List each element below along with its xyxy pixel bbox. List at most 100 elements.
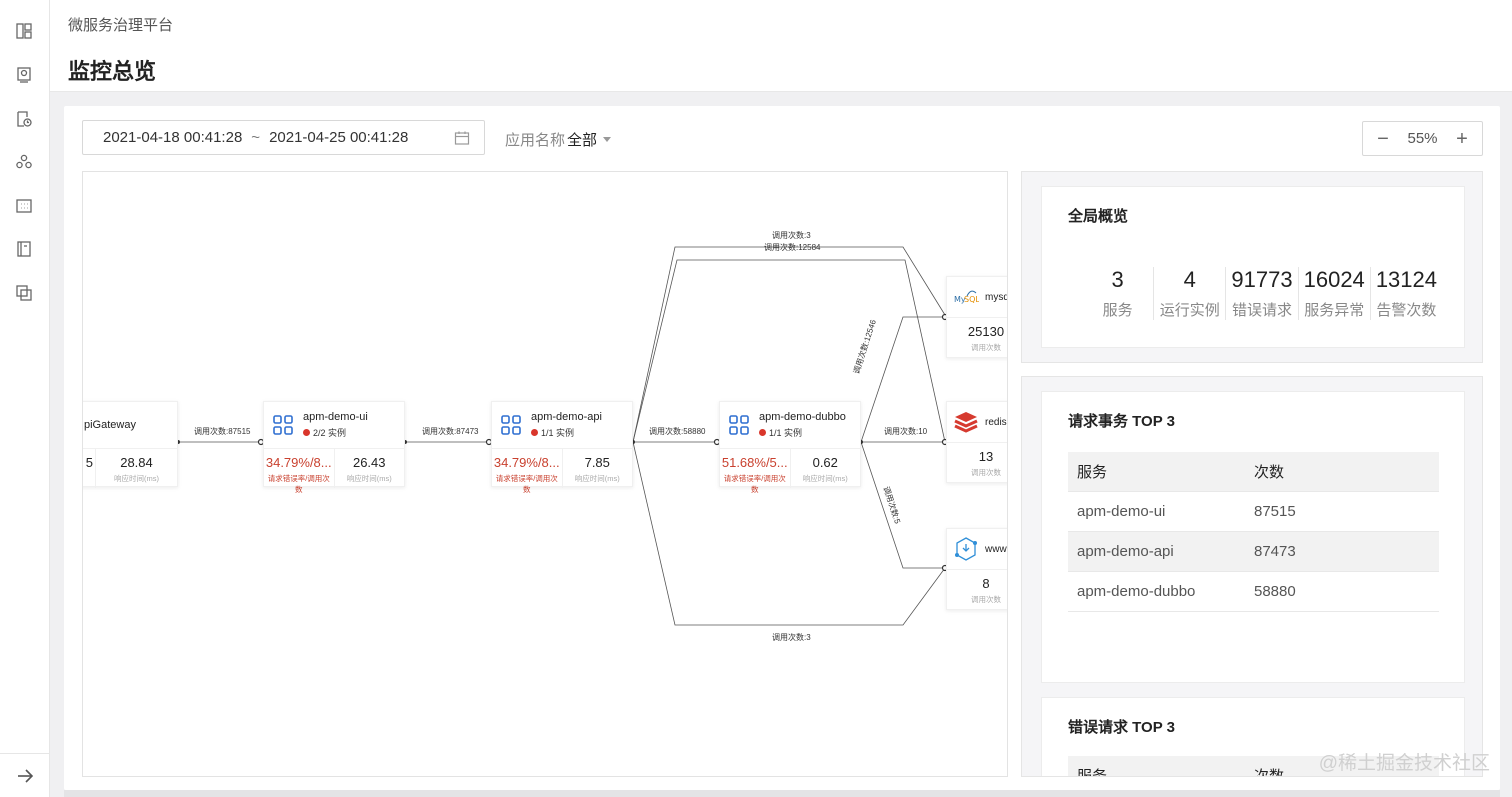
collapse-button[interactable] (0, 753, 50, 797)
edge-api-www (632, 441, 946, 626)
app-filter-label: 应用名称 (505, 132, 566, 149)
node-metric: 28.84 (120, 455, 153, 470)
cluster-icon[interactable] (13, 151, 35, 173)
node-metric-label: 响应时间(ms) (346, 474, 392, 483)
top-errors-panel: 错误请求 TOP 3 服务 次数 (1041, 697, 1465, 776)
page-header: 微服务治理平台 监控总览 (50, 0, 1512, 92)
book-icon[interactable] (13, 238, 35, 260)
resource-node-redis[interactable]: redis 13 调用次数 (946, 401, 1007, 483)
zoom-in-button[interactable]: + (1456, 127, 1468, 150)
dashboard-icon[interactable] (13, 20, 35, 42)
date-start: 2021-04-18 00:41:28 (103, 129, 243, 146)
node-instances: 1/1 实例 (541, 428, 575, 438)
external-link-icon (955, 537, 977, 561)
report-clock-icon[interactable] (13, 108, 35, 130)
zoom-control: − 55% + (1362, 121, 1483, 156)
grid-icon[interactable] (13, 195, 35, 217)
resource-value: 25130 (967, 324, 1005, 339)
panel-title: 全局概览 (1068, 208, 1129, 225)
status-dot (759, 429, 766, 436)
caret-down-icon (603, 137, 612, 142)
top-requests-panel: 请求事务 TOP 3 服务 次数 apm-demo-ui 87515 apm-d… (1041, 391, 1465, 683)
zoom-level: 55% (1407, 130, 1438, 147)
app-grid-icon (500, 414, 522, 436)
node-metric-label: 响应时间(ms) (574, 474, 620, 483)
table-header: 服务 次数 (1068, 756, 1439, 776)
edge-label: 调用次数:3 (772, 633, 811, 642)
table-row[interactable]: apm-demo-dubbo 58880 (1068, 572, 1439, 612)
edge-api-mysql-2 (632, 259, 946, 443)
left-rail (0, 0, 50, 797)
app-name-filter[interactable]: 应用名称 全部 (505, 129, 612, 150)
top-requests-table: 服务 次数 apm-demo-ui 87515 apm-demo-api 874… (1068, 452, 1439, 612)
table-row[interactable]: apm-demo-api 87473 (1068, 532, 1439, 572)
panel-title: 请求事务 TOP 3 (1068, 413, 1175, 430)
node-metric: 5 (85, 455, 93, 470)
app-grid-icon (272, 414, 294, 436)
horizontal-scrollbar[interactable] (64, 790, 1500, 797)
app-filter-value: 全部 (567, 132, 598, 149)
status-dot (303, 429, 310, 436)
node-error-rate: 34.79%/8... (493, 455, 560, 470)
zoom-out-button[interactable]: − (1377, 127, 1389, 150)
redis-icon (954, 412, 978, 433)
resource-label: 调用次数 (971, 468, 1001, 477)
resource-name: www (985, 543, 1007, 555)
service-node-api[interactable]: apm-demo-api 1/1 实例 34.79%/8... 请求错误率/调用次… (491, 401, 633, 494)
resource-value: 13 (978, 449, 994, 464)
node-instances: 2/2 实例 (313, 428, 347, 438)
node-name: apm-demo-api (531, 411, 602, 423)
node-response-time: 26.43 (352, 455, 386, 470)
monitor-icon[interactable] (13, 64, 35, 86)
svg-text:My: My (954, 295, 966, 304)
topology-canvas[interactable]: 调用次数:87515 调用次数:87473 调用次数:58880 调用次数:3 … (82, 171, 1008, 777)
edge-label: 调用次数:10 (884, 427, 928, 436)
service-node-dubbo[interactable]: apm-demo-dubbo 1/1 实例 51.68%/5... 请求错误率/调… (719, 401, 861, 494)
edge-api-mysql-1 (632, 246, 946, 443)
node-error-rate: 51.68%/5... (721, 455, 788, 470)
node-error-rate: 34.79%/8... (265, 455, 332, 470)
page-title: 监控总览 (68, 59, 157, 84)
resource-name: mysq (985, 291, 1008, 303)
calendar-icon (454, 130, 470, 146)
date-range-picker[interactable]: 2021-04-18 00:41:28 ~ 2021-04-25 00:41:2… (82, 120, 485, 155)
arrow-right-icon (18, 768, 34, 783)
node-name: apm-demo-dubbo (759, 411, 846, 423)
resource-label: 调用次数 (971, 343, 1001, 352)
app-name: 微服务治理平台 (68, 17, 174, 34)
resource-name: redis (985, 416, 1007, 428)
service-node-ui[interactable]: apm-demo-ui 2/2 实例 34.79%/8... 请求错误率/调用次数… (263, 401, 405, 494)
node-metric-label: 请求错误率/调用次数 (267, 474, 330, 494)
topology-edges (176, 246, 949, 626)
watermark: @稀土掘金技术社区 (1318, 753, 1490, 774)
edge-label: 调用次数:3 (772, 231, 811, 240)
node-instances: 1/1 实例 (769, 428, 803, 438)
node-metric-label: 响应时间(ms) (802, 474, 848, 483)
top-panels-wrap: 请求事务 TOP 3 服务 次数 apm-demo-ui 87515 apm-d… (1021, 376, 1483, 777)
date-separator: ~ (251, 129, 261, 146)
node-metric-label: 请求错误率/调用次数 (495, 474, 558, 494)
table-header: 服务 次数 (1068, 452, 1439, 492)
copy-icon[interactable] (13, 282, 35, 304)
node-response-time: 0.62 (812, 455, 838, 470)
table-row[interactable]: apm-demo-ui 87515 (1068, 492, 1439, 532)
edge-label: 调用次数:87515 (194, 427, 251, 436)
edge-label: 调用次数:58880 (649, 427, 706, 436)
node-name: piGateway (84, 419, 136, 431)
edge-label: 调用次数:87473 (422, 427, 479, 436)
node-metric-label: 请求错误率/调用次数 (723, 474, 786, 494)
node-name: apm-demo-ui (303, 411, 368, 423)
date-end: 2021-04-25 00:41:28 (269, 129, 409, 146)
node-response-time: 7.85 (584, 455, 610, 470)
